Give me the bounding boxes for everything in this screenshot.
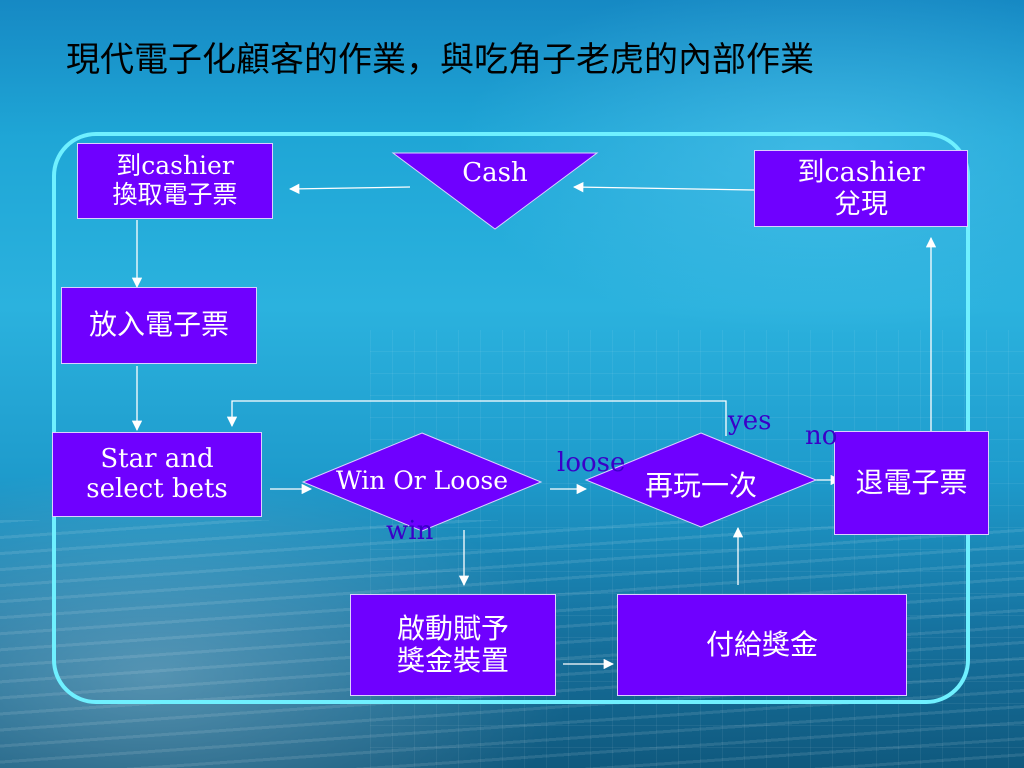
pay-prize-box: 付給獎金 bbox=[617, 594, 907, 696]
arrow-cash-to-exchange bbox=[288, 183, 411, 195]
no-label: no bbox=[805, 421, 838, 451]
win-or-loose-label: Win Or Loose bbox=[335, 466, 509, 495]
yes-label: yes bbox=[728, 406, 772, 436]
play-again-label: 再玩一次 bbox=[644, 469, 757, 502]
arrow-yes-loop bbox=[226, 400, 727, 436]
insert-ticket-box: 放入電子票 bbox=[61, 287, 257, 364]
cash-label: Cash bbox=[462, 158, 528, 188]
redeem-line1: 到cashier bbox=[797, 157, 925, 189]
bonus-device-line1: 啟動賦予 bbox=[396, 611, 509, 645]
cash-triangle bbox=[391, 152, 599, 230]
win-label: win bbox=[386, 516, 434, 546]
exchange-ticket-line2: 換取電子票 bbox=[112, 180, 238, 209]
redeem-box: 到cashier 兌現 bbox=[754, 150, 968, 227]
loose-label: loose bbox=[557, 448, 626, 478]
return-ticket-box: 退電子票 bbox=[834, 431, 989, 535]
start-bets-line2: select bets bbox=[86, 473, 228, 504]
slide-title: 現代電子化顧客的作業，與吃角子老虎的內部作業 bbox=[66, 40, 814, 80]
arrow-redeem-to-cash bbox=[572, 181, 755, 193]
start-bets-box: Star and select bets bbox=[52, 432, 262, 517]
bonus-device-line2: 獎金裝置 bbox=[396, 644, 509, 677]
redeem-line2: 兌現 bbox=[834, 188, 888, 220]
play-again-diamond bbox=[584, 432, 818, 528]
start-bets-line1: Star and bbox=[100, 443, 214, 474]
exchange-ticket-box: 到cashier 換取電子票 bbox=[77, 143, 273, 219]
exchange-ticket-line1: 到cashier bbox=[116, 151, 234, 181]
bonus-device-box: 啟動賦予 獎金裝置 bbox=[350, 594, 556, 696]
flow-frame bbox=[52, 132, 970, 704]
win-or-loose-diamond bbox=[301, 432, 543, 532]
